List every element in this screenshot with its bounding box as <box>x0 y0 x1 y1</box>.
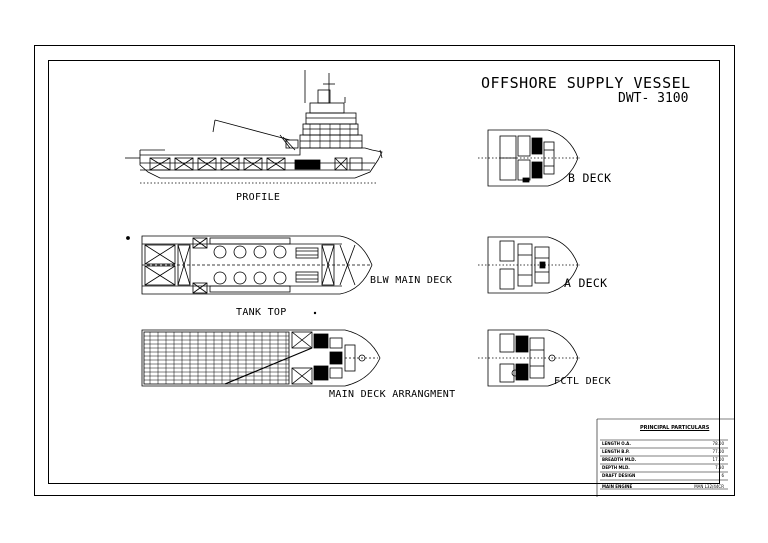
b-deck-label: B DECK <box>568 171 612 185</box>
particulars-heading: PRINCIPAL PARTICULARS <box>640 425 710 431</box>
profile-label: PROFILE <box>236 192 281 203</box>
drawing-title: OFFSHORE SUPPLY VESSEL <box>481 74 691 92</box>
particulars-row: BREADTH MLD. 17.00 <box>602 457 724 462</box>
particulars-row: DRAFT DESIGN 6 <box>602 473 724 478</box>
tank-top-label: TANK TOP <box>236 307 287 318</box>
b-deck-plan <box>478 129 580 187</box>
drawing-inner-border <box>48 60 720 484</box>
blw-main-deck-label: BLW MAIN DECK <box>370 275 453 286</box>
a-deck-label: A DECK <box>564 276 608 290</box>
particulars-row: DEPTH MLD. 7.30 <box>602 465 724 470</box>
tank-top-plan <box>126 235 373 315</box>
particulars-row: LENGTH B.P. 77.00 <box>602 449 724 454</box>
profile-view <box>125 70 383 184</box>
drawing-outer-border <box>34 45 735 496</box>
fctl-deck-plan <box>478 329 580 387</box>
a-deck-plan <box>478 236 580 294</box>
drawing-subtitle: DWT- 3100 <box>618 91 689 106</box>
main-deck-label: MAIN DECK ARRANGMENT <box>329 389 456 400</box>
fctl-deck-label: FCTL DECK <box>554 376 611 387</box>
particulars-row: LENGTH O.A. 78.00 <box>602 441 724 446</box>
particulars-table-lines <box>596 418 735 497</box>
main-deck-plan <box>141 329 381 387</box>
